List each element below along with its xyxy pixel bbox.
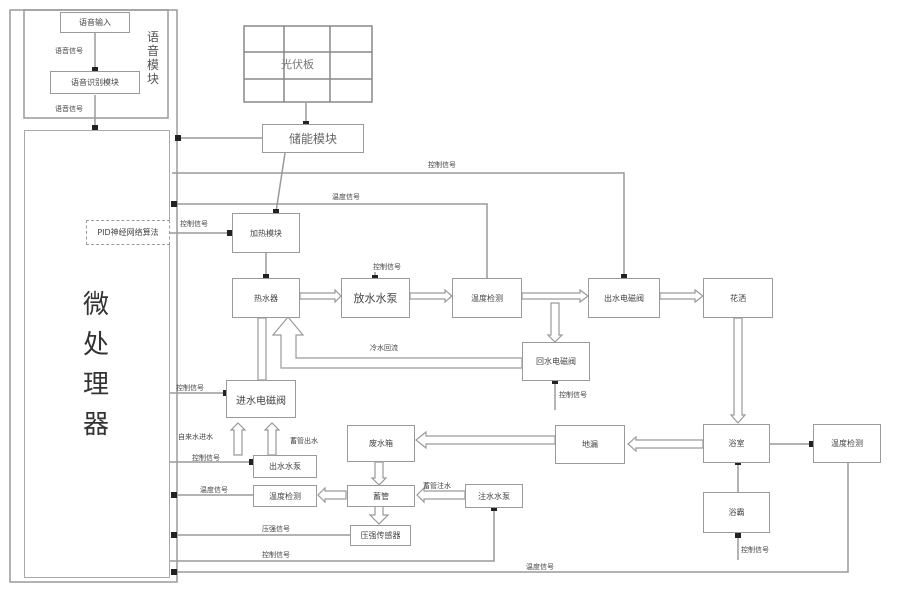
ctrl-signal-release-pump: 控制信号 (373, 263, 401, 271)
solar-panel-grid (243, 25, 373, 103)
temp-detect-2-label: 温度检测 (269, 491, 301, 501)
temp-signal-top: 温度信号 (332, 193, 360, 201)
waste-tank-label: 废水箱 (369, 439, 393, 448)
pid-algorithm-label: PID神经网络算法 (97, 228, 159, 237)
bathroom-box: 浴室 (703, 424, 770, 463)
voice-signal-label-2: 语音信号 (55, 105, 83, 113)
outlet-valve-label: 出水电磁阀 (604, 293, 644, 303)
pressure-sensor-box: 压强传感器 (350, 525, 411, 546)
cold-return-label: 冷水回流 (370, 344, 398, 352)
heating-module-label: 加热模块 (250, 228, 282, 238)
inject-pump-label: 注水水泵 (478, 491, 510, 501)
temp-detect-3-label: 温度检测 (831, 439, 863, 448)
outlet-pump-box: 出水水泵 (253, 455, 317, 478)
tap-water-in-label: 自来水进水 (178, 433, 213, 441)
temp-detect-1-box: 温度检测 (452, 278, 522, 318)
ctrl-signal-bath-heater: 控制信号 (741, 546, 769, 554)
return-valve-box: 回水电磁阀 (522, 342, 590, 381)
ctrl-signal-inlet-valve: 控制信号 (176, 384, 204, 392)
inject-pump-box: 注水水泵 (465, 484, 523, 508)
pressure-sensor-label: 压强传感器 (360, 531, 401, 540)
temp-detect-2-box: 温度检测 (253, 485, 317, 507)
energy-storage-label: 储能模块 (288, 132, 337, 146)
floor-drain-box: 地漏 (555, 425, 625, 464)
bathroom-label: 浴室 (728, 439, 745, 448)
voice-recognition-box: 语音识别模块 (50, 71, 140, 94)
floor-drain-label: 地漏 (582, 440, 598, 449)
water-heater-box: 热水器 (232, 278, 300, 318)
release-pump-label: 放水水泵 (353, 292, 398, 305)
outlet-valve-box: 出水电磁阀 (588, 278, 660, 318)
return-valve-label: 回水电磁阀 (536, 357, 576, 366)
voice-recognition-label: 语音识别模块 (71, 78, 119, 87)
water-heater-label: 热水器 (254, 293, 278, 303)
bath-heater-label: 浴霸 (728, 508, 745, 517)
tank-inject-label: 蓄管注水 (423, 482, 451, 490)
ctrl-signal-inject-pump: 控制信号 (262, 551, 290, 559)
voice-module-title: 语音模块 (146, 30, 159, 86)
ctrl-signal-outlet-pump: 控制信号 (192, 454, 220, 462)
voice-input-label: 语音输入 (79, 18, 111, 27)
temp-signal-tank: 温度信号 (200, 486, 228, 494)
voice-input-box: 语音输入 (60, 12, 130, 33)
heating-module-box: 加热模块 (232, 213, 300, 253)
release-pump-box: 放水水泵 (341, 278, 410, 318)
voice-signal-label-1: 语音信号 (55, 47, 83, 55)
voice-module-frame (23, 9, 169, 119)
solar-panel-label: 光伏板 (281, 58, 314, 71)
shower-head-box: 花洒 (703, 278, 773, 318)
inlet-valve-label: 进水电磁阀 (236, 395, 286, 407)
tank-out-label: 蓄管出水 (290, 437, 318, 445)
storage-tank-box: 蓄管 (347, 485, 415, 507)
inlet-valve-box: 进水电磁阀 (226, 380, 296, 418)
microprocessor-label: 微处理器 (82, 290, 109, 440)
ctrl-signal-outlet-valve: 控制信号 (428, 161, 456, 169)
outlet-pump-label: 出水水泵 (269, 462, 301, 471)
shower-head-label: 花洒 (730, 293, 746, 303)
waste-tank-box: 废水箱 (347, 425, 415, 462)
energy-storage-box: 储能模块 (262, 124, 364, 153)
microprocessor-box (24, 130, 170, 578)
bath-heater-box: 浴霸 (703, 492, 770, 533)
storage-tank-label: 蓄管 (373, 491, 389, 501)
pressure-signal-label: 压强信号 (262, 525, 290, 533)
ctrl-signal-return-valve: 控制信号 (559, 391, 587, 399)
pid-algorithm-box: PID神经网络算法 (86, 220, 170, 245)
temp-detect-1-label: 温度检测 (471, 293, 503, 303)
ctrl-signal-heating: 控制信号 (180, 220, 208, 228)
temp-detect-3-box: 温度检测 (813, 424, 881, 463)
temp-signal-bottom: 温度信号 (526, 563, 554, 571)
